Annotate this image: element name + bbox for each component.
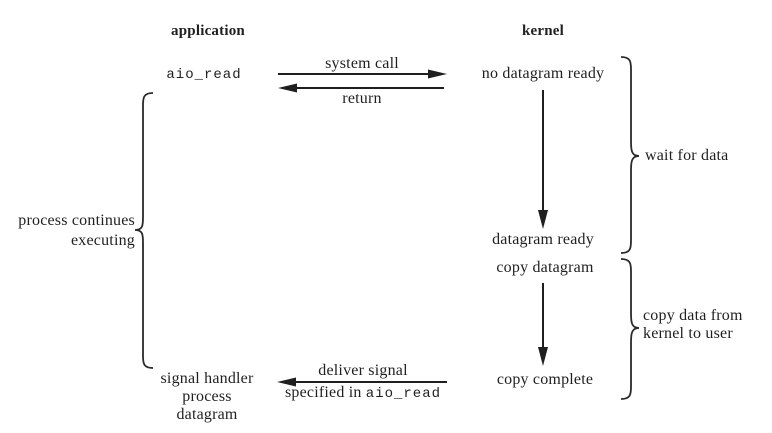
signal-handler-line3: datagram: [176, 406, 238, 423]
signal-handler-line1: signal handler: [160, 370, 254, 387]
kernel-header: kernel: [521, 23, 565, 39]
return-arrow: [278, 83, 444, 93]
copy-data-brace: [620, 258, 640, 400]
application-header: application: [171, 23, 245, 39]
system-call-label: system call: [325, 55, 399, 72]
process-continues-label: process continues executing: [18, 211, 135, 251]
process-continues-line2: executing: [71, 232, 135, 249]
specified-in-code: aio_read: [365, 386, 442, 402]
specified-in-label: specified in aio_read: [285, 384, 441, 403]
return-label: return: [342, 90, 382, 107]
copy-complete-label: copy complete: [496, 371, 594, 388]
signal-handler-line2: process: [182, 388, 232, 405]
copy-progress-arrow: [538, 283, 548, 366]
wait-for-data-label: wait for data: [645, 147, 729, 164]
deliver-signal-label: deliver signal: [318, 362, 408, 379]
copy-datagram-label: copy datagram: [496, 259, 594, 276]
wait-for-data-arrow: [538, 90, 548, 229]
specified-in-text: specified in: [284, 384, 366, 401]
system-call-arrow: [278, 69, 447, 79]
deliver-signal-arrow: [277, 377, 447, 387]
no-datagram-ready-label: no datagram ready: [481, 65, 605, 82]
aio-read-call-label: aio_read: [166, 67, 242, 83]
wait-for-data-brace: [620, 56, 640, 254]
process-continues-line1: process continues: [18, 212, 135, 229]
process-continues-brace: [134, 92, 154, 369]
datagram-ready-label: datagram ready: [492, 231, 594, 248]
copy-data-line2: kernel to user: [643, 325, 733, 342]
copy-data-line1: copy data from: [643, 307, 743, 324]
signal-handler-label: signal handler process datagram: [161, 370, 254, 424]
copy-data-label: copy data from kernel to user: [643, 307, 743, 343]
